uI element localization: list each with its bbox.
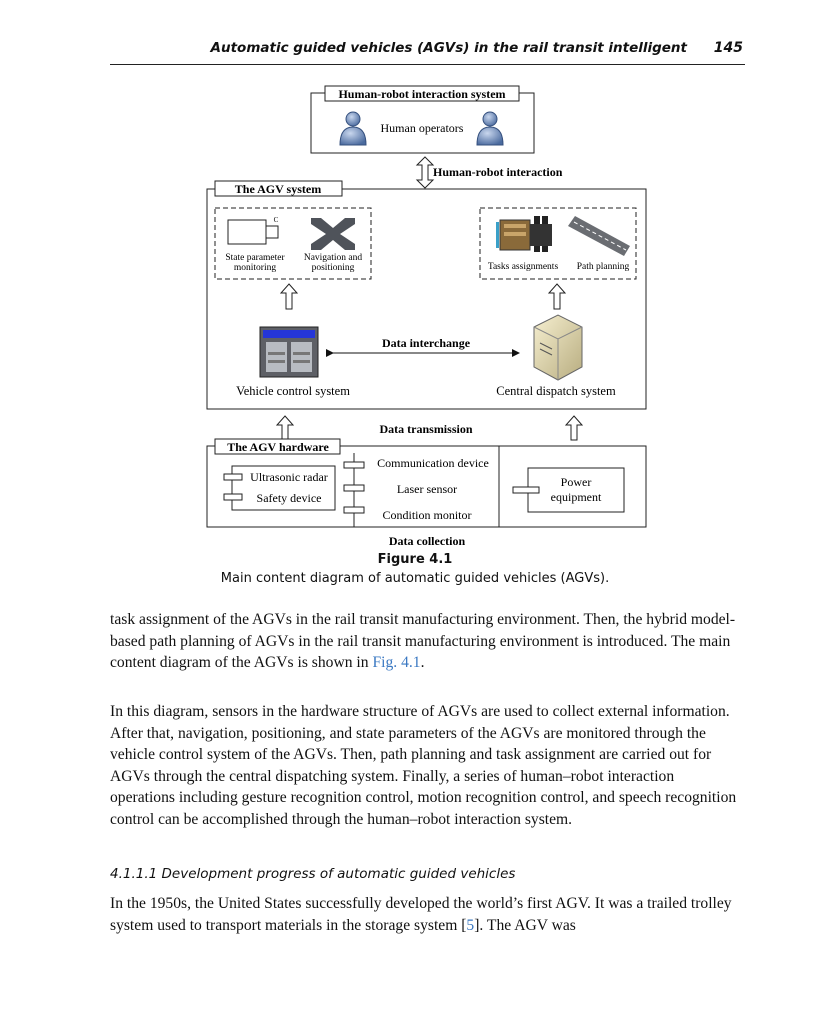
- vehicle-control-label: Vehicle control system: [236, 384, 350, 398]
- up-arrow-left: [279, 283, 299, 310]
- state-param-label-1: State parameter: [225, 253, 285, 263]
- running-title: Automatic guided vehicles (AGVs) in the …: [210, 40, 687, 56]
- path-planning-icon: [568, 216, 630, 256]
- server-icon: [533, 314, 583, 381]
- data-collection-label: Data collection: [389, 534, 466, 548]
- condition-label: Condition monitor: [382, 508, 471, 522]
- running-header: Automatic guided vehicles (AGVs) in the …: [110, 40, 745, 65]
- up-arrow-transmission-right: [564, 415, 584, 441]
- vehicle-control-icon: [259, 326, 319, 378]
- safety-label: Safety device: [257, 491, 322, 505]
- agv-hardware-title: The AGV hardware: [227, 440, 329, 454]
- monitoring-group: [214, 207, 372, 280]
- human-operators-label: Human operators: [381, 121, 464, 135]
- hri-system-title: Human-robot interaction system: [338, 87, 505, 101]
- central-dispatch-label: Central dispatch system: [496, 384, 616, 398]
- nav-label-1: Navigation and: [304, 253, 363, 263]
- agv-diagram: Human-robot interaction system Human ope…: [206, 85, 647, 548]
- up-arrow-transmission-left: [275, 415, 295, 441]
- human-operator-icon-left: [339, 111, 367, 146]
- camera-icon: C: [227, 216, 279, 245]
- navigation-icon: [311, 218, 355, 250]
- power-label-2: equipment: [551, 490, 602, 504]
- power-label-1: Power: [561, 475, 592, 489]
- figure-label: Figure 4.1: [377, 552, 453, 567]
- hri-double-arrow: [415, 156, 435, 189]
- paragraph-2: In this diagram, sensors in the hardware…: [110, 703, 737, 828]
- nav-label-2: positioning: [312, 263, 355, 273]
- agv-vehicle-icon: [496, 216, 552, 252]
- agv-system-box: [206, 188, 647, 410]
- tasks-label: Tasks assignments: [488, 262, 559, 272]
- data-interchange-label: Data interchange: [382, 336, 471, 350]
- hri-label: Human-robot interaction: [433, 165, 563, 179]
- agv-system-title: The AGV system: [235, 182, 321, 196]
- paragraph-3: In the 1950s, the United States successf…: [110, 895, 732, 934]
- up-arrow-right: [547, 283, 567, 310]
- human-operator-icon-right: [476, 111, 504, 146]
- communication-label: Communication device: [377, 456, 489, 470]
- state-param-label-2: monitoring: [234, 263, 276, 273]
- ultrasonic-label: Ultrasonic radar: [250, 470, 328, 484]
- figure-link[interactable]: Fig. 4.1: [372, 654, 421, 671]
- citation-link[interactable]: 5: [466, 916, 475, 934]
- svg-text:C: C: [274, 216, 279, 224]
- planning-group: [479, 207, 637, 280]
- section-heading: 4.1.1.1 Development progress of automati…: [110, 866, 516, 882]
- agv-hardware-box: [206, 445, 647, 528]
- path-planning-label: Path planning: [577, 262, 630, 272]
- figure-caption: Main content diagram of automatic guided…: [220, 571, 610, 586]
- page-number: 145: [713, 40, 743, 56]
- paragraph-1: task assignment of the AGVs in the rail …: [110, 611, 736, 671]
- laser-label: Laser sensor: [397, 482, 457, 496]
- data-transmission-label: Data transmission: [379, 422, 472, 436]
